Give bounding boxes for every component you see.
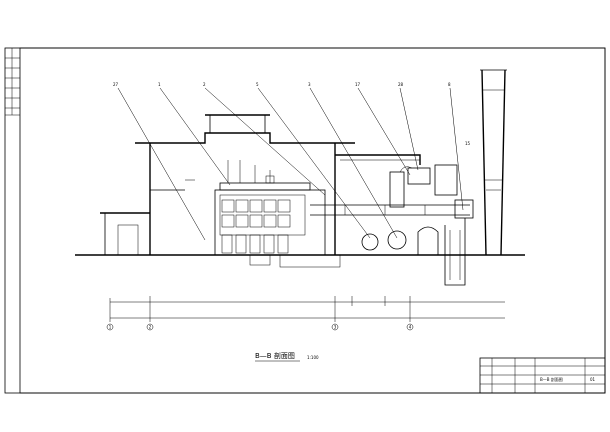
title-block: B—B 剖面图 01	[479, 357, 606, 394]
section-title: B—B 剖面图	[255, 351, 295, 360]
axis-label-4: 4	[409, 325, 412, 330]
boiler-unit	[214, 160, 326, 256]
binding-strip	[5, 48, 20, 116]
section-scale: 1:100	[307, 355, 319, 360]
drawing-frame	[19, 47, 606, 394]
dimension-lines	[109, 296, 505, 322]
axis-label-2: 2	[149, 325, 152, 330]
axis-bubbles: 1 2 3 4	[106, 323, 414, 331]
callout-2: 2	[203, 82, 206, 87]
axis-label-1: 1	[109, 325, 112, 330]
callout-28: 28	[398, 82, 404, 87]
callout-27: 27	[113, 82, 119, 87]
chimney	[480, 69, 507, 256]
fans	[361, 226, 439, 255]
axis-label-3: 3	[334, 325, 337, 330]
callout-5: 5	[256, 82, 259, 87]
title-block-sheet-no: 01	[590, 377, 596, 382]
callout-labels: 27 1 2 5 3 17 28 8 15	[113, 82, 471, 146]
callout-17: 17	[355, 82, 361, 87]
building-section	[100, 114, 421, 256]
callout-1: 1	[158, 82, 161, 87]
foundation	[279, 254, 341, 268]
callout-8: 8	[448, 82, 451, 87]
dust-collector	[389, 164, 466, 286]
callout-3: 3	[308, 82, 311, 87]
callout-15: 15	[465, 141, 471, 146]
title-block-drawing-name: B—B 剖面图	[540, 376, 563, 382]
leader-lines	[117, 87, 464, 241]
